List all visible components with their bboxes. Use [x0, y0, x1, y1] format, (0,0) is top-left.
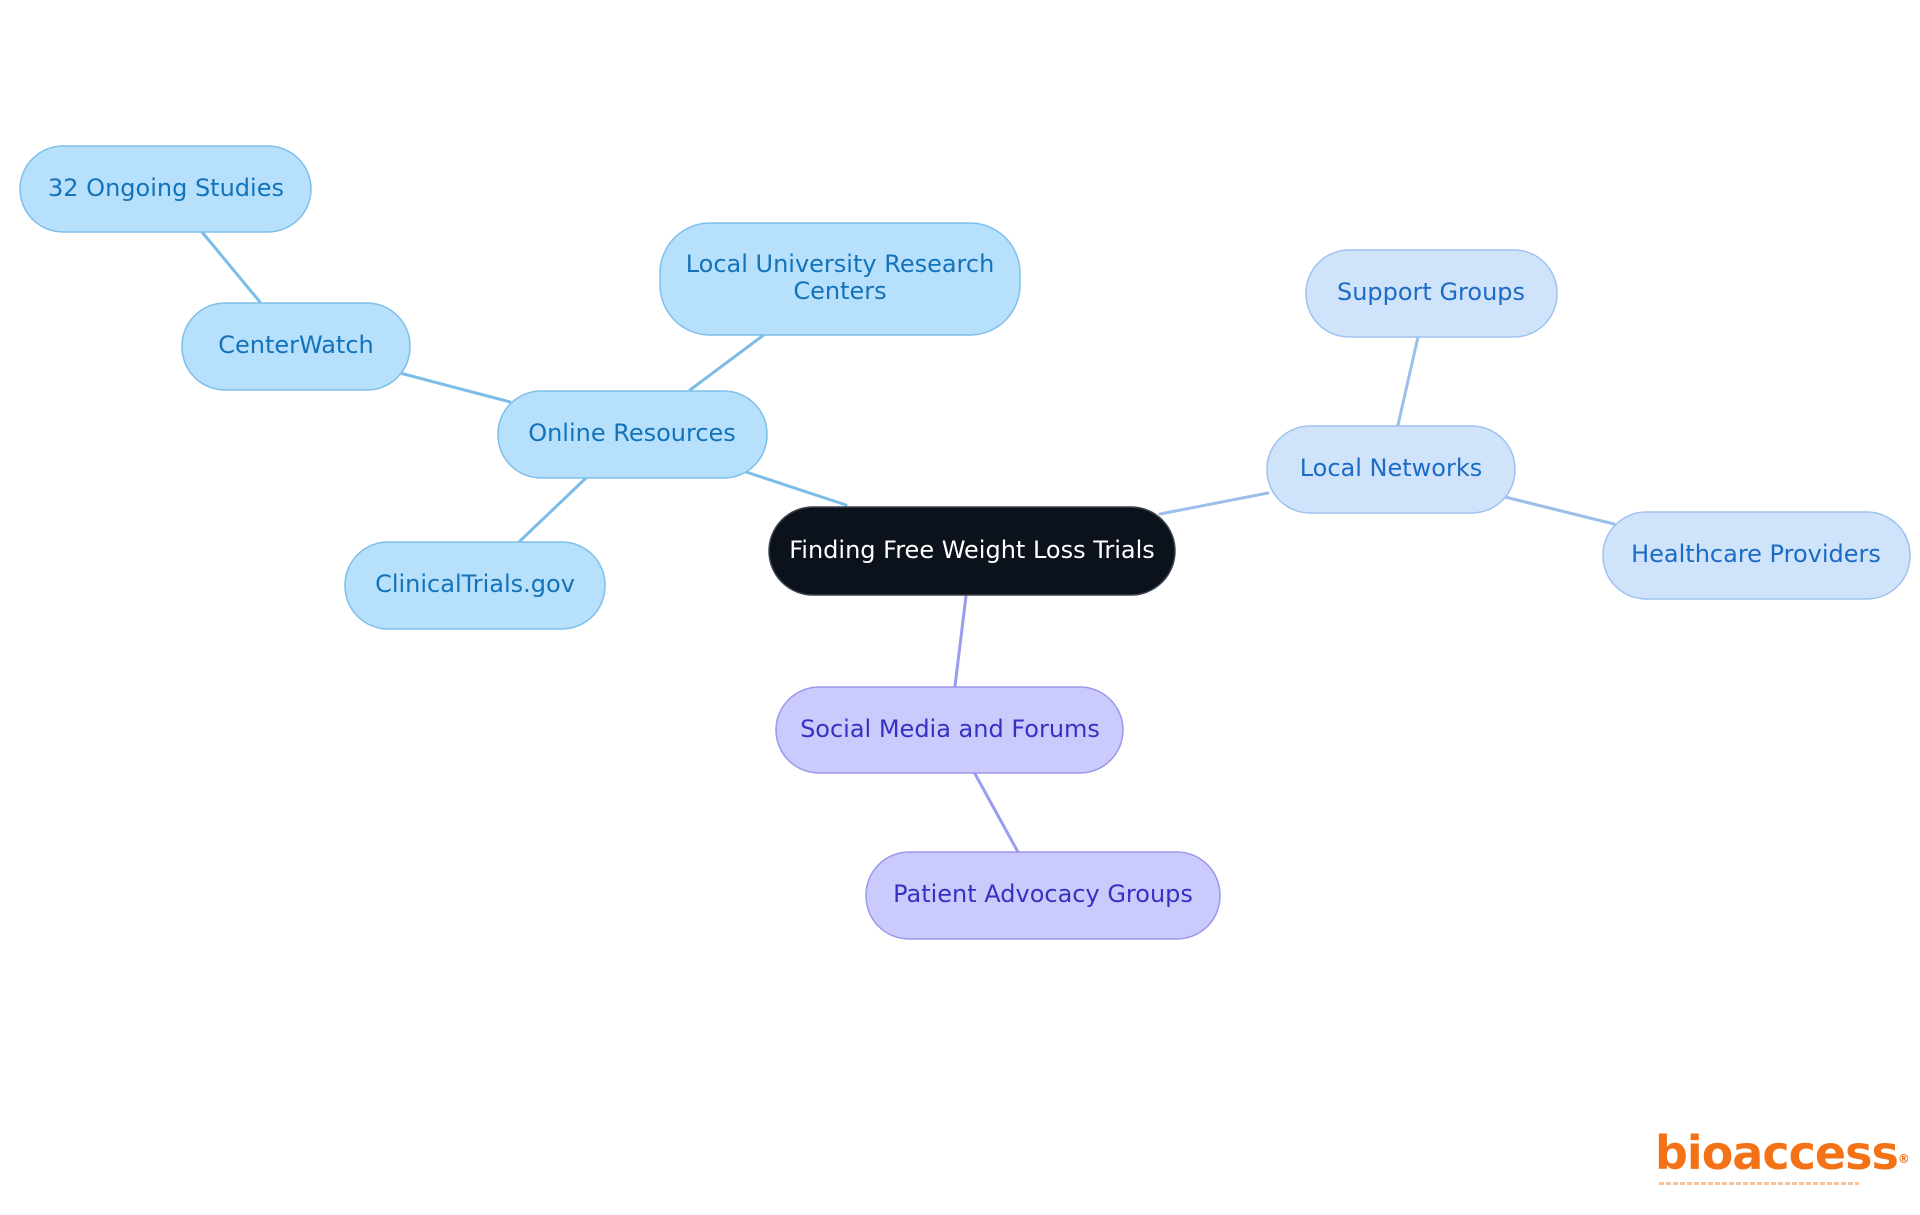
node-social-media: Social Media and Forums — [775, 686, 1124, 774]
node-support-groups: Support Groups — [1305, 249, 1558, 338]
edge-centerwatch-ongoing-studies — [200, 230, 262, 304]
node-root: Finding Free Weight Loss Trials — [768, 506, 1176, 596]
node-clinicaltrials: ClinicalTrials.gov — [344, 541, 606, 630]
node-university-centers-label-line2: Centers — [793, 277, 886, 305]
node-social-media-label: Social Media and Forums — [800, 715, 1100, 743]
node-support-groups-label: Support Groups — [1337, 278, 1525, 306]
node-university-centers-label-line1: Local University Research — [686, 250, 995, 278]
node-online-resources: Online Resources — [497, 390, 768, 479]
node-clinicaltrials-label: ClinicalTrials.gov — [375, 570, 575, 598]
node-university-centers: Local University Research Centers — [659, 222, 1021, 336]
logo-registered-mark: ® — [1897, 1152, 1910, 1166]
node-centerwatch: CenterWatch — [181, 302, 411, 391]
node-ongoing-studies: 32 Ongoing Studies — [19, 145, 312, 233]
node-patient-advocacy: Patient Advocacy Groups — [865, 851, 1221, 940]
bioaccess-logo: bioaccess® — [1655, 1130, 1910, 1190]
node-online-resources-label: Online Resources — [528, 419, 736, 447]
logo-tagline-decoration — [1659, 1182, 1859, 1185]
edge-online-resources-clinicaltrials — [518, 476, 588, 543]
node-healthcare-providers-label: Healthcare Providers — [1631, 540, 1881, 568]
edges — [200, 230, 1616, 854]
edge-local-networks-support-groups — [1396, 335, 1420, 427]
logo-wordmark-text: bioaccess — [1655, 1126, 1899, 1180]
node-centerwatch-label: CenterWatch — [218, 331, 374, 359]
edge-root-social-media — [953, 594, 968, 688]
node-local-networks: Local Networks — [1266, 425, 1516, 514]
edge-local-networks-healthcare — [1503, 495, 1616, 526]
node-root-label: Finding Free Weight Loss Trials — [789, 536, 1155, 564]
node-healthcare-providers: Healthcare Providers — [1602, 511, 1911, 600]
node-ongoing-studies-label: 32 Ongoing Studies — [48, 174, 284, 202]
logo-wordmark: bioaccess® — [1655, 1130, 1910, 1176]
edge-online-resources-university — [688, 332, 767, 392]
edge-social-media-patient-advocacy — [972, 770, 1020, 854]
node-local-networks-label: Local Networks — [1300, 454, 1483, 482]
edge-root-online-resources — [738, 468, 848, 507]
edge-root-local-networks — [1158, 491, 1270, 516]
edge-online-resources-centerwatch — [398, 371, 512, 404]
node-patient-advocacy-label: Patient Advocacy Groups — [893, 880, 1193, 908]
